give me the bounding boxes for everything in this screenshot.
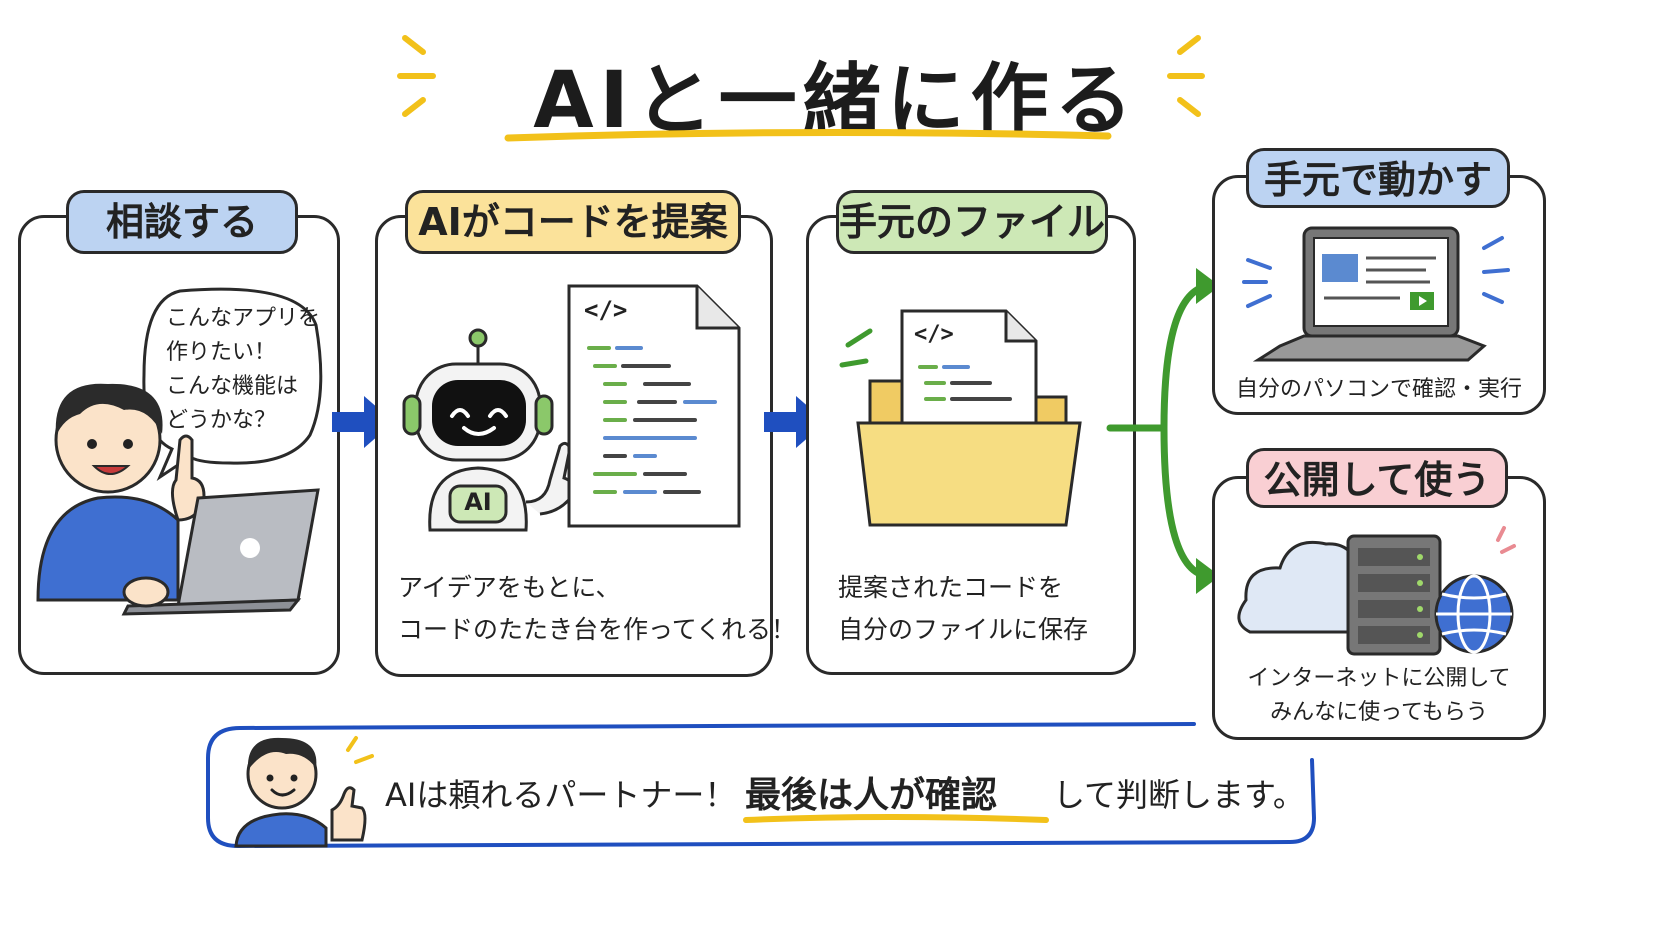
step-ai-suggest-caption-2: コードのたたき台を作ってくれる！ xyxy=(398,615,797,644)
branch-publish-caption-1: インターネットに公開して xyxy=(1247,666,1511,691)
left-sparkle-icon xyxy=(397,35,436,117)
step-local-file-caption-2: 自分のファイルに保存 xyxy=(838,615,1089,644)
code-tag-icon: </> xyxy=(914,322,954,347)
branch-publish-tag: 公開して使う xyxy=(1246,448,1508,508)
speech-bubble xyxy=(142,287,323,482)
code-tag-icon: </> xyxy=(584,296,628,324)
step-ai-suggest-caption-1: アイデアをもとに、 xyxy=(398,573,621,602)
code-document-icon xyxy=(567,284,741,528)
bottom-message-frame xyxy=(206,722,1317,849)
server-cloud-globe-icon xyxy=(1237,526,1516,656)
bottom-message-text-1: AIは頼れるパートナー！ xyxy=(385,776,737,814)
title-underline xyxy=(504,128,1112,142)
branch-run-local-caption: 自分のパソコンで確認・実行 xyxy=(1235,377,1522,402)
branch-run-local-tag: 手元で動かす xyxy=(1246,148,1510,208)
step-consult-tag: 相談する xyxy=(66,190,298,254)
speech-bubble-line-3: こんな機能は xyxy=(166,374,299,399)
bottom-message-emphasis: 最後は人が確認 xyxy=(745,775,998,816)
step-local-file-tag: 手元のファイル xyxy=(836,190,1108,254)
emphasis-underline xyxy=(743,814,1049,823)
bottom-message-text-2: して判断します。 xyxy=(1053,776,1305,814)
right-sparkle-icon xyxy=(1167,35,1205,117)
laptop-icon xyxy=(1242,226,1510,362)
branch-arrows-icon xyxy=(1106,268,1220,594)
speech-bubble-line-2: 作りたい！ xyxy=(166,340,277,365)
step-local-file-caption-1: 提案されたコードを xyxy=(838,573,1064,602)
person-thumbs-up-illustration xyxy=(234,736,374,848)
speech-bubble-line-4: どうかな？ xyxy=(166,408,277,433)
robot-badge: AI xyxy=(464,488,492,516)
branch-publish-caption-2: みんなに使ってもらう xyxy=(1270,700,1488,725)
step-ai-suggest-tag: AIがコードを提案 xyxy=(405,190,741,254)
robot-icon xyxy=(402,328,575,532)
speech-bubble-line-1: こんなアプリを xyxy=(166,306,321,331)
person-with-laptop-illustration xyxy=(36,383,320,616)
folder-with-code-icon xyxy=(839,309,1082,527)
